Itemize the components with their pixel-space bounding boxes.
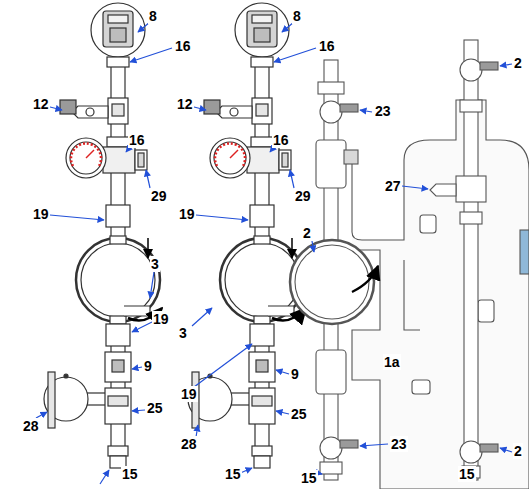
drawing-part bbox=[295, 245, 369, 319]
drawing-part bbox=[340, 440, 358, 448]
drawing-part bbox=[460, 441, 482, 463]
drawing-part bbox=[520, 230, 529, 274]
callout-number: 3 bbox=[178, 325, 188, 341]
callout-number: 23 bbox=[374, 103, 392, 119]
callout-number: 16 bbox=[272, 132, 290, 148]
drawing-part bbox=[480, 62, 498, 70]
drawing-part bbox=[320, 462, 342, 474]
drawing-part bbox=[316, 350, 346, 394]
callout-number: 2 bbox=[513, 55, 523, 71]
callout-number: 27 bbox=[384, 178, 402, 194]
drawing-part bbox=[132, 322, 152, 332]
callout-number: 25 bbox=[146, 400, 164, 416]
callout-number: 1a bbox=[383, 354, 401, 370]
callout-number: 2 bbox=[302, 225, 312, 241]
drawing-part bbox=[460, 59, 482, 81]
drawing-part bbox=[312, 241, 314, 252]
drawing-part bbox=[290, 240, 374, 324]
callout-number: 8 bbox=[148, 8, 158, 24]
callout-number: 28 bbox=[180, 436, 198, 452]
drawing-part bbox=[460, 212, 482, 224]
drawing-part bbox=[360, 110, 372, 112]
drawing-part bbox=[50, 215, 104, 220]
drawing-part bbox=[480, 444, 498, 452]
drawing-part bbox=[402, 186, 428, 189]
drawing-part bbox=[192, 308, 212, 326]
drawing-part bbox=[196, 215, 248, 220]
leader-lines bbox=[36, 22, 512, 484]
drawing-part bbox=[188, 3, 306, 468]
callout-number: 9 bbox=[143, 358, 153, 374]
drawing-part bbox=[344, 150, 358, 164]
callout-number: 15 bbox=[458, 466, 476, 482]
drawing-part bbox=[478, 300, 494, 322]
callout-number: 3 bbox=[150, 256, 160, 272]
drawing-part bbox=[320, 101, 342, 123]
drawing-part bbox=[412, 380, 430, 394]
callout-number: 15 bbox=[224, 466, 242, 482]
drawing-part bbox=[456, 176, 486, 202]
drawing-part bbox=[500, 64, 512, 66]
callout-number: 28 bbox=[22, 418, 40, 434]
drawing-part bbox=[352, 266, 378, 292]
callout-number: 19 bbox=[152, 311, 170, 327]
callout-number: 19 bbox=[32, 206, 50, 222]
drawing-part bbox=[404, 260, 420, 330]
drawing-part bbox=[146, 170, 150, 188]
drawing-part bbox=[340, 104, 358, 112]
drawing-part bbox=[132, 367, 142, 369]
callout-number: 23 bbox=[390, 436, 408, 452]
drawing-part bbox=[352, 100, 529, 489]
drawing-part bbox=[320, 437, 342, 459]
callout-number: 16 bbox=[128, 132, 146, 148]
callout-number: 12 bbox=[32, 96, 50, 112]
drawing-part bbox=[276, 370, 289, 374]
drawing-part bbox=[150, 272, 154, 298]
drawing-part bbox=[316, 140, 346, 188]
drawing-part bbox=[290, 170, 294, 188]
manifold-assembly bbox=[290, 40, 529, 489]
flow-arrow bbox=[291, 238, 293, 258]
callout-number: 2 bbox=[513, 443, 523, 459]
drawing-part bbox=[194, 344, 252, 387]
drawing-part bbox=[360, 444, 388, 446]
callout-number: 16 bbox=[318, 38, 336, 54]
drawing-part bbox=[44, 3, 162, 468]
callout-number: 9 bbox=[290, 366, 300, 382]
drawing-part bbox=[132, 410, 145, 411]
callout-number: 19 bbox=[178, 206, 196, 222]
drawing-part bbox=[318, 82, 344, 94]
callout-number: 8 bbox=[292, 8, 302, 24]
callout-number: 29 bbox=[150, 188, 168, 204]
callout-number: 16 bbox=[174, 38, 192, 54]
drawing-part bbox=[500, 448, 512, 452]
callout-number: 15 bbox=[300, 470, 318, 486]
drawing-part bbox=[420, 215, 436, 233]
drawing-part bbox=[460, 100, 482, 112]
drawing-part bbox=[430, 184, 456, 196]
drawing-part bbox=[130, 48, 172, 62]
pump-group-1 bbox=[44, 3, 162, 468]
callout-number: 19 bbox=[180, 386, 198, 402]
drawing-part bbox=[276, 411, 289, 414]
callout-number: 15 bbox=[121, 466, 139, 482]
callout-number: 12 bbox=[176, 96, 194, 112]
drawing-part bbox=[100, 470, 109, 484]
callout-number: 29 bbox=[294, 188, 312, 204]
flow-arrow bbox=[147, 238, 149, 258]
drawing-part bbox=[274, 48, 316, 62]
pump-group-2 bbox=[188, 3, 306, 468]
callout-number: 25 bbox=[290, 406, 308, 422]
